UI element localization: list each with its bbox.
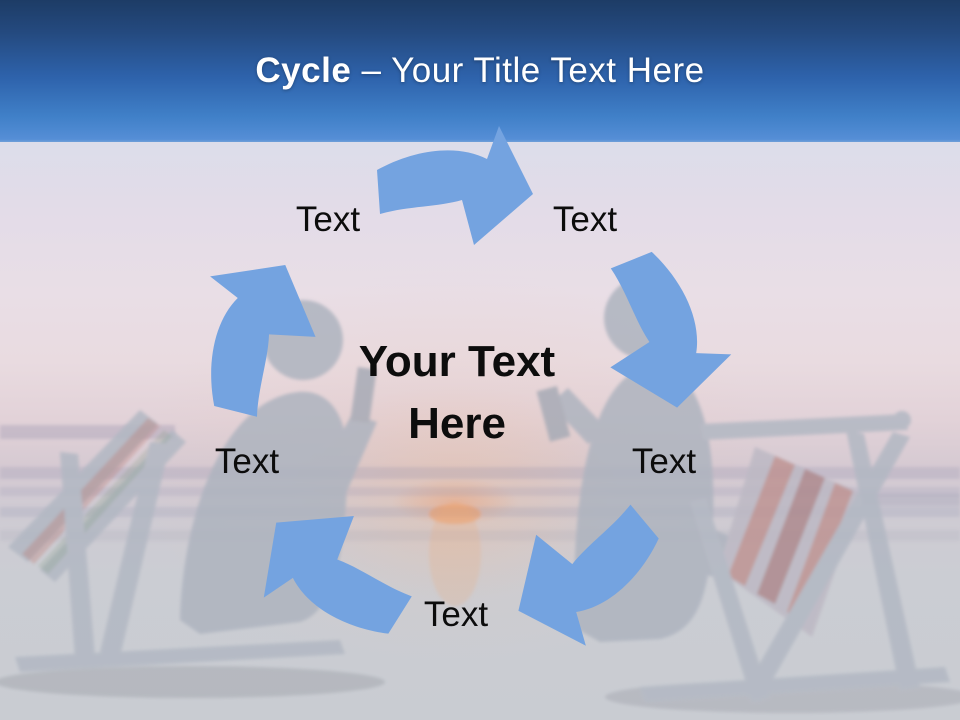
title-keyword: Cycle (255, 51, 352, 90)
deck-chair-left (8, 410, 345, 672)
drink-glass-right (536, 386, 571, 442)
center-text-placeholder[interactable]: Your Text Here (307, 331, 607, 455)
sun-glitter-path (429, 502, 481, 606)
chair-shadow-left (0, 666, 385, 698)
sea-band (0, 530, 960, 541)
cycle-label-left[interactable]: Text (214, 442, 280, 481)
cycle-label-right[interactable]: Text (631, 442, 697, 481)
cycle-label-top-left[interactable]: Text (295, 200, 361, 239)
beach-scene-silhouettes (0, 277, 960, 713)
slide-title[interactable]: Cycle – Your Title Text Here (0, 51, 960, 91)
cycle-arrow-bottom-left[interactable] (236, 481, 433, 670)
sea-band (0, 487, 960, 496)
drink-glass-left (350, 367, 377, 424)
title-text: Your Title Text Here (391, 51, 705, 90)
center-text-line1: Your Text (358, 337, 556, 386)
title-separator: – (351, 51, 392, 90)
center-text-line2: Here (408, 399, 506, 448)
cycle-arrow-top[interactable] (377, 126, 533, 245)
deck-chair-right (640, 411, 950, 702)
cycle-label-bottom[interactable]: Text (423, 595, 489, 634)
slide-header-band (0, 0, 960, 142)
cycle-arrow-bottom-right[interactable] (488, 477, 685, 666)
cycle-label-top-right[interactable]: Text (552, 200, 618, 239)
horizon-band-right (862, 494, 960, 506)
